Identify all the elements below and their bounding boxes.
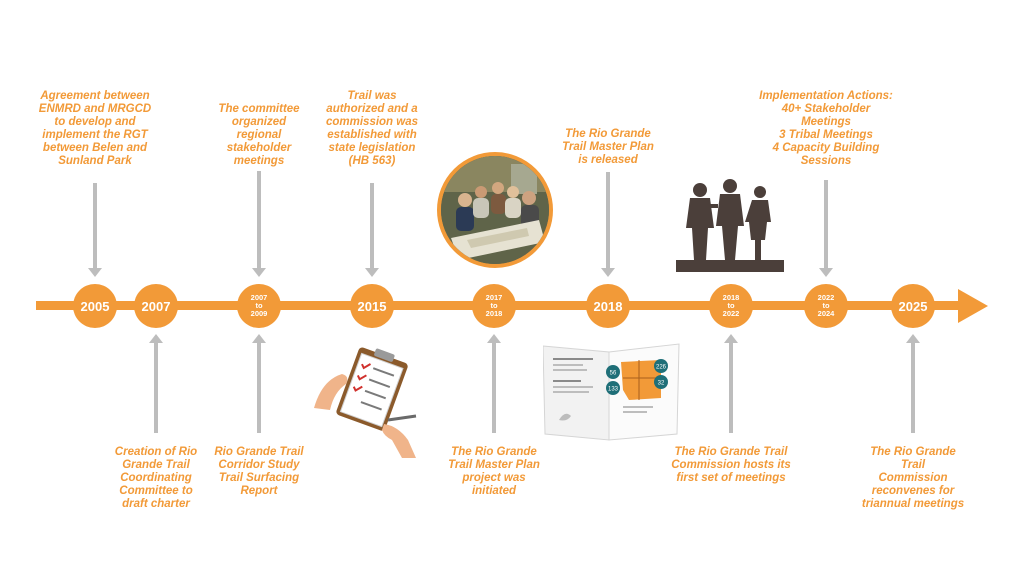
connector-2007-2009-below bbox=[257, 343, 261, 433]
clipboard-icon bbox=[314, 347, 417, 458]
arrow-up-icon bbox=[724, 334, 738, 343]
connector-2007-2009 bbox=[257, 171, 261, 268]
timeline-arrowhead bbox=[958, 289, 988, 323]
badge-32: 32 bbox=[658, 381, 665, 387]
event-label-2018-2022: The Rio Grande Trail Commission hosts it… bbox=[671, 446, 791, 484]
milestone-2005: 2005 bbox=[73, 284, 117, 328]
milestone-2018-2022: 2018 to 2022 bbox=[709, 284, 753, 328]
arrow-down-icon bbox=[365, 268, 379, 277]
event-label-2017-2018: The Rio Grande Trail Master Plan project… bbox=[448, 446, 540, 497]
milestone-2022-2024: 2022 to 2024 bbox=[804, 284, 848, 328]
meeting-photo bbox=[437, 152, 553, 268]
event-label-2007-2009: The committee organized regional stakeho… bbox=[218, 103, 300, 167]
connector-2015 bbox=[370, 183, 374, 268]
arrow-up-icon bbox=[149, 334, 163, 343]
arrow-up-icon bbox=[487, 334, 501, 343]
event-label-2007-2009-below: Rio Grande Trail Corridor Study Trail Su… bbox=[214, 446, 304, 497]
milestone-2015: 2015 bbox=[350, 284, 394, 328]
event-label-2015: Trail was authorized and a commission wa… bbox=[325, 90, 419, 167]
milestone-2017-2018: 2017 to 2018 bbox=[472, 284, 516, 328]
arrow-down-icon bbox=[601, 268, 615, 277]
badge-133: 133 bbox=[608, 387, 619, 393]
connector-2018-2022 bbox=[729, 343, 733, 433]
master-plan-brochure: 226 32 56 133 bbox=[543, 343, 680, 441]
badge-56: 56 bbox=[610, 371, 617, 377]
milestone-2007-2009: 2007 to 2009 bbox=[237, 284, 281, 328]
connector-2025 bbox=[911, 343, 915, 433]
milestone-2007: 2007 bbox=[134, 284, 178, 328]
people-silhouettes bbox=[676, 179, 784, 272]
arrow-up-icon bbox=[252, 334, 266, 343]
arrow-up-icon bbox=[906, 334, 920, 343]
connector-2018 bbox=[606, 172, 610, 268]
connector-2007 bbox=[154, 343, 158, 433]
event-label-2018: The Rio Grande Trail Master Plan is rele… bbox=[562, 128, 654, 166]
milestone-2018: 2018 bbox=[586, 284, 630, 328]
event-label-2025: The Rio Grande Trail Commission reconven… bbox=[861, 446, 965, 510]
event-label-2007: Creation of Rio Grande Trail Coordinatin… bbox=[114, 446, 198, 510]
arrow-down-icon bbox=[252, 268, 266, 277]
badge-226: 226 bbox=[656, 365, 667, 371]
milestone-2025: 2025 bbox=[891, 284, 935, 328]
event-label-2005: Agreement between ENMRD and MRGCD to dev… bbox=[38, 90, 152, 167]
arrow-down-icon bbox=[819, 268, 833, 277]
event-label-2022-2024: Implementation Actions: 40+ Stakeholder … bbox=[759, 90, 893, 167]
arrow-down-icon bbox=[88, 268, 102, 277]
connector-2022-2024 bbox=[824, 180, 828, 268]
connector-2005 bbox=[93, 183, 97, 268]
connector-2017-2018 bbox=[492, 343, 496, 433]
